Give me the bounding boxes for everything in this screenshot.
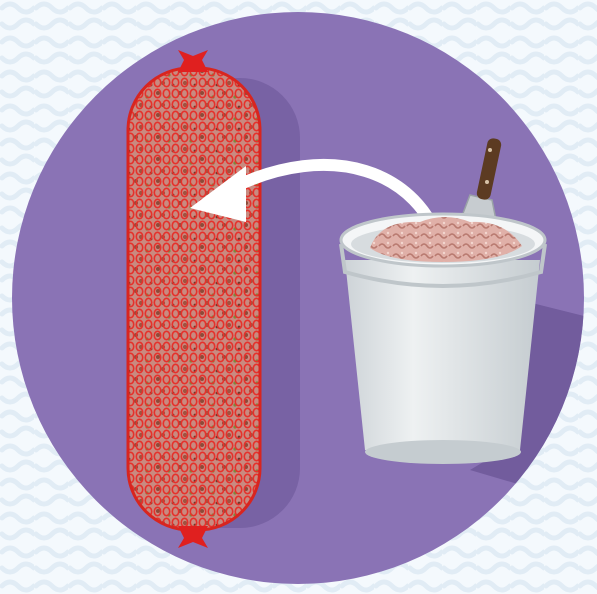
tub-body — [345, 260, 540, 460]
meat-tub — [341, 214, 545, 464]
tub-bottom — [365, 440, 521, 464]
sausage — [128, 50, 260, 548]
